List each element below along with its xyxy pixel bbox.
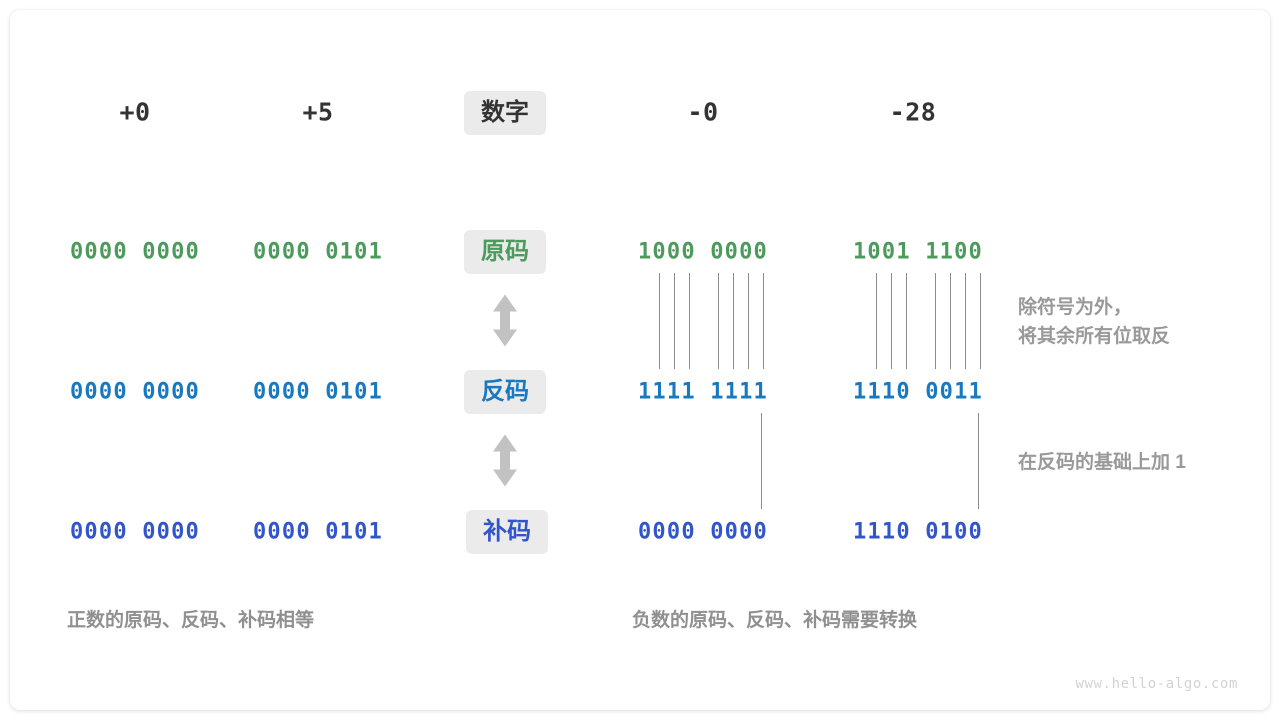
twos-complement-minus-zero-bits: 0000 0000 [637, 519, 769, 545]
connector-line [950, 273, 951, 369]
arrow-sign-magnitude-to-ones-complement [490, 293, 520, 354]
sign-magnitude-plus-zero-bits: 0000 0000 [69, 239, 201, 265]
row-label-sign-magnitude: 原码 [464, 230, 546, 274]
annotation-invert-bits: 除符号为外， 将其余所有位取反 [1018, 297, 1171, 348]
sign-magnitude-minus-zero-bits: 1000 0000 [637, 239, 769, 265]
connector-line [935, 273, 936, 369]
row-label-twos-complement: 补码 [466, 510, 548, 554]
connector-line [748, 273, 749, 369]
ones-complement-plus-five-bits: 0000 0101 [252, 379, 384, 405]
diagram-card: +0 +5 数字 -0 -28 0000 0000 0000 0101 原码 1… [10, 10, 1270, 710]
caption-negative-numbers: 负数的原码、反码、补码需要转换 [632, 610, 918, 631]
connector-line [689, 273, 690, 369]
header-value-plus-five: +5 [302, 97, 334, 127]
connector-line [763, 273, 764, 369]
connector-line [718, 273, 719, 369]
arrow-ones-complement-to-twos-complement [490, 433, 520, 494]
connector-line [733, 273, 734, 369]
connector-line [980, 273, 981, 369]
connector-line [965, 273, 966, 369]
connector-line [978, 413, 979, 509]
caption-positive-numbers: 正数的原码、反码、补码相等 [67, 610, 315, 631]
header-value-minus-zero: -0 [687, 97, 719, 127]
row-label-number: 数字 [464, 91, 546, 135]
connector-line [906, 273, 907, 369]
ones-complement-minus-twentyeight-bits: 1110 0011 [852, 379, 984, 405]
ones-complement-minus-zero-bits: 1111 1111 [637, 379, 769, 405]
twos-complement-plus-zero-bits: 0000 0000 [69, 519, 201, 545]
connector-line [891, 273, 892, 369]
row-label-ones-complement: 反码 [464, 370, 546, 414]
sign-magnitude-plus-five-bits: 0000 0101 [252, 239, 384, 265]
ones-complement-plus-zero-bits: 0000 0000 [69, 379, 201, 405]
twos-complement-minus-twentyeight-bits: 1110 0100 [852, 519, 984, 545]
connector-line [761, 413, 762, 509]
connector-line [876, 273, 877, 369]
header-value-plus-zero: +0 [119, 97, 151, 127]
watermark: www.hello-algo.com [1075, 676, 1238, 692]
annotation-add-one: 在反码的基础上加 1 [1018, 452, 1186, 473]
connector-line [674, 273, 675, 369]
header-value-minus-twentyeight: -28 [889, 97, 937, 127]
sign-magnitude-minus-twentyeight-bits: 1001 1100 [852, 239, 984, 265]
connector-line [659, 273, 660, 369]
twos-complement-plus-five-bits: 0000 0101 [252, 519, 384, 545]
